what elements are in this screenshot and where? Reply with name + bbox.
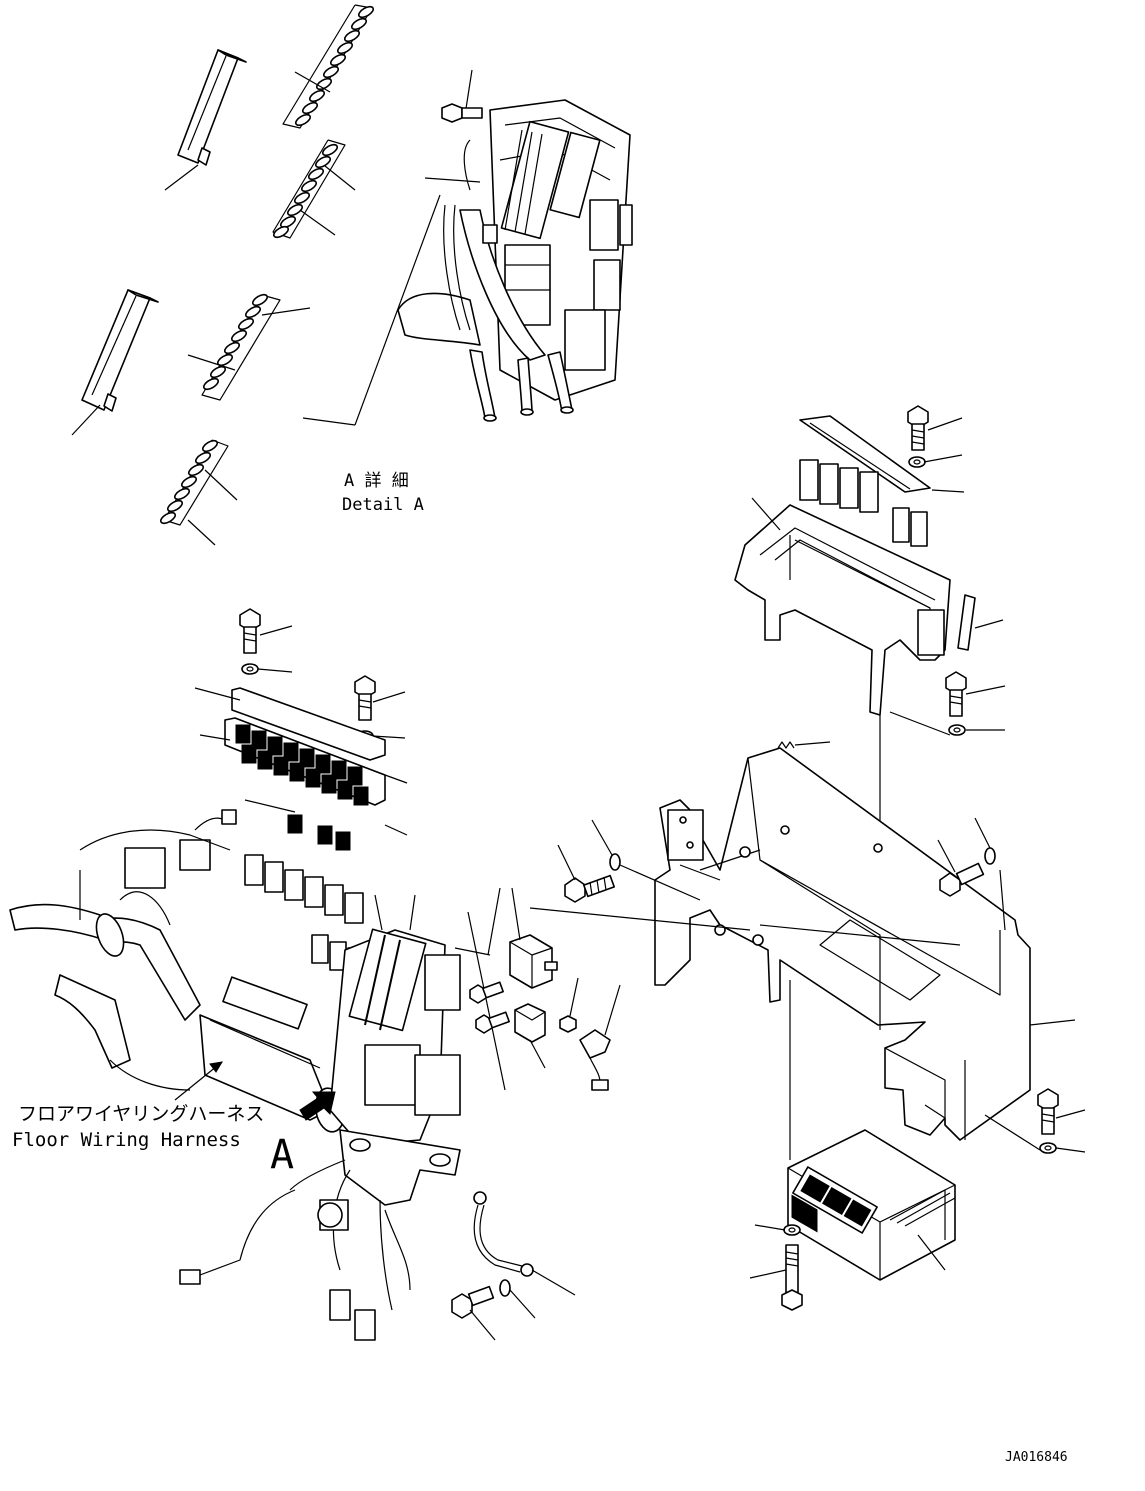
bolt-small-2 [475,1011,510,1034]
small-parts [451,887,621,1341]
harness-en-label: Floor Wiring Harness [12,1129,241,1151]
relay-module [509,934,558,989]
relay-small [514,1003,546,1043]
fuse-strip-lower-right [201,293,281,401]
bolt-right-mid [939,862,985,897]
relay-plate [231,687,386,761]
relay-block [194,608,408,851]
upper-bracket-assembly [734,405,1006,1030]
leader-lines-detail-a [71,69,481,546]
washer-icon [908,456,926,468]
view-marker-a: A [270,1132,294,1178]
detail-a-jp-label: A 詳 細 [344,471,409,491]
mounting-bracket [654,747,1031,1141]
bracket-cutout [819,919,941,1001]
detail-a-harness-block [397,99,633,422]
bolt-bottom-right [1037,1088,1059,1135]
fuse-cover-upper [177,49,247,166]
fuse-strip-upper-right [282,4,375,129]
detail-a-en-label: Detail A [342,495,424,515]
bolt-icon [441,103,463,123]
floor-wiring-harness: フロアワイヤリングハーネス Floor Wiring Harness A [9,809,506,1341]
screw-small [559,1015,577,1033]
terminal-plate [799,415,931,493]
relays [235,724,369,851]
long-bolt [781,1244,803,1311]
detail-a-assembly: A 詳 細 Detail A [71,4,633,546]
bolt-top-right [907,405,929,451]
fuse-row-1 [294,5,375,127]
bolt-left [564,874,616,903]
main-bracket-assembly [529,741,1086,1311]
relay-group-top [799,459,928,547]
bolt-small-1 [469,981,504,1004]
bolt-relay-top [239,608,261,654]
fuse-strip-upper-left [272,139,346,239]
bolt-mid-right [945,671,967,717]
harness-jp-label: フロアワイヤリングハーネス [18,1103,264,1125]
fuse-cover-lower [81,289,159,412]
spring-icon [777,741,795,749]
ground-cable [473,1191,534,1277]
controller-box [787,1129,956,1281]
sensor [579,1029,611,1091]
bolt-relay-mid [354,675,376,721]
view-arrow-icon [299,1091,336,1121]
drawing-number: JA016846 [1005,1450,1068,1465]
fuse-strip-lower-left [159,439,229,526]
